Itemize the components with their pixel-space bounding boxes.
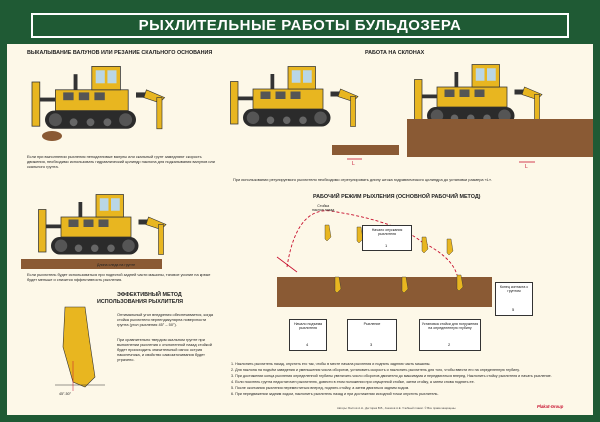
section-heading-slopes: РАБОТА НА СКЛОНАХ: [365, 50, 425, 56]
cycle-heading: РАБОЧИЙ РЕЖИМ РЫХЛЕНИЯ (ОСНОВНОЙ РАБОЧИЙ…: [313, 194, 481, 200]
dozer-boulders-image: [31, 65, 166, 130]
dozer-slope-image-1: [229, 65, 359, 128]
trace-length-label: Длина следа на грунте: [97, 263, 136, 267]
cycle-soil: [277, 277, 492, 307]
method-caption-2: При сравнительно твердом скальном грунте…: [117, 337, 212, 362]
cycle-box-5-text: Конец контакта с грунтом: [499, 285, 529, 294]
cycle-box-2-num: 2: [448, 342, 451, 347]
cycle-box-3: Рыхление 3: [347, 319, 397, 351]
cycle-box-4-text: Начало подъема рыхлителя: [293, 322, 323, 331]
note-item: 1. Наклонить рыхлитель назад, опустить е…: [231, 362, 431, 366]
cycle-box-1-text: Начало опускания рыхлителя: [371, 228, 403, 237]
cycle-box-3-text: Рыхление: [363, 322, 381, 326]
page-title: РЫХЛИТЕЛЬНЫЕ РАБОТЫ БУЛЬДОЗЕРА: [138, 17, 462, 34]
cycle-box-2-text: Установка стойки для погружения на опред…: [421, 322, 479, 331]
cycle-box-1-num: 1: [385, 243, 388, 248]
section-caption-boulders: Если при выполнении рыхления неподатливы…: [27, 154, 215, 169]
credit-line: Авторы: Болтов А.Н., Дегтярев В.В., Ачка…: [337, 406, 457, 410]
note-item: 2. Для наклона на подъём заведения и уме…: [231, 368, 520, 372]
slope-soil-2: [407, 119, 593, 157]
slope-soil-1: [332, 145, 399, 155]
note-item: 5. После окончания рыхления переместитьс…: [231, 386, 410, 390]
note-item: 3. При достижении конца рыхления определ…: [231, 374, 552, 378]
cycle-box-2: Установка стойки для погружения на опред…: [419, 319, 481, 351]
angle-label: 45°-50°: [59, 392, 72, 396]
note-item: 4. Если носитель грунта недостаточен рых…: [231, 380, 475, 384]
trace-soil: [21, 259, 162, 269]
title-bar: РЫХЛИТЕЛЬНЫЕ РАБОТЫ БУЛЬДОЗЕРА: [7, 7, 593, 44]
dozer-slope-image-2: [413, 63, 543, 126]
dozer-trace-image: [37, 193, 167, 256]
cycle-path: [286, 210, 458, 276]
cycle-box-5-num: 5: [512, 307, 515, 312]
cycle-notes: 1. Наклонить рыхлитель назад, опустить е…: [231, 361, 593, 397]
cycle-box-5: Конец контакта с грунтом 5: [495, 282, 533, 316]
method-heading-line1: ЭФФЕКТИВНЫЙ МЕТОД: [117, 292, 182, 298]
cycle-box-1: Начало опускания рыхлителя 1: [362, 225, 412, 251]
dimension-label-1: L: [352, 161, 355, 167]
boulder: [42, 131, 62, 141]
cycle-box-3-num: 3: [370, 342, 373, 347]
title-box: РЫХЛИТЕЛЬНЫЕ РАБОТЫ БУЛЬДОЗЕРА: [31, 13, 569, 38]
cycle-box-4: Начало подъема рыхлителя 4: [289, 319, 327, 351]
cycle-box-4-num: 4: [306, 342, 309, 347]
method-caption-1: Оптимальный угол внедрения обеспечиваетс…: [117, 312, 214, 327]
dimension-label-2: L: [525, 164, 528, 170]
section-caption-trace: Если рыхлитель будет использоваться при …: [27, 272, 211, 282]
ripper-tooth-image: [55, 306, 105, 391]
section-caption-slopes: При использовании регулируемого рыхлител…: [233, 177, 493, 182]
method-heading-line2: ИСПОЛЬЗОВАНИЯ РЫХЛИТЕЛЯ: [97, 299, 184, 305]
note-item: 6. При передвижении задним ходом, наклон…: [231, 392, 439, 396]
poster-paper: РЫХЛИТЕЛЬНЫЕ РАБОТЫ БУЛЬДОЗЕРА: [7, 7, 593, 415]
illustrations: L L: [21, 63, 593, 391]
publisher-logo: Plakat-Group: [537, 404, 564, 409]
section-heading-boulders: ВЫКАЛЫВАНИЕ ВАЛУНОВ ИЛИ РЕЗАНИЕ СКАЛЬНОГ…: [27, 50, 213, 56]
shank-label: Стойка наклон назад: [312, 204, 335, 212]
